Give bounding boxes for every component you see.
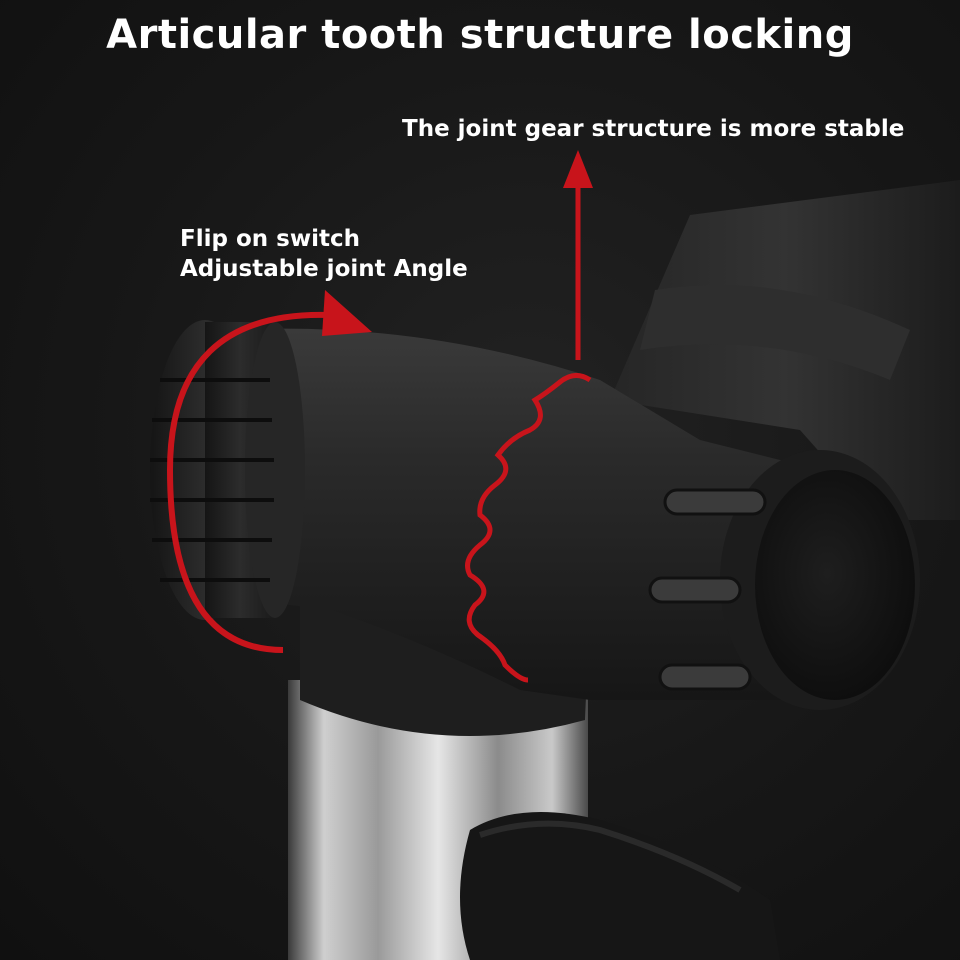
gear-note: The joint gear structure is more stable	[402, 116, 905, 142]
rotation-arrowhead	[322, 290, 372, 336]
upper-arm-ring	[640, 285, 910, 380]
end-cap	[755, 470, 915, 700]
upper-arm	[610, 180, 960, 520]
base-clamp	[460, 812, 780, 960]
gear-tooth-line	[465, 373, 592, 683]
flip-note-line2: Adjustable joint Angle	[180, 256, 468, 282]
flip-note-line1: Flip on switch	[180, 226, 360, 252]
page-title: Articular tooth structure locking	[106, 12, 854, 58]
knurled-knob	[150, 320, 305, 620]
rotation-arrow	[166, 311, 331, 653]
flip-note: Flip on switch Adjustable joint Angle	[180, 224, 468, 284]
vertical-arrowhead	[563, 150, 593, 188]
joint-body	[230, 328, 870, 700]
vent-slots	[648, 488, 767, 691]
